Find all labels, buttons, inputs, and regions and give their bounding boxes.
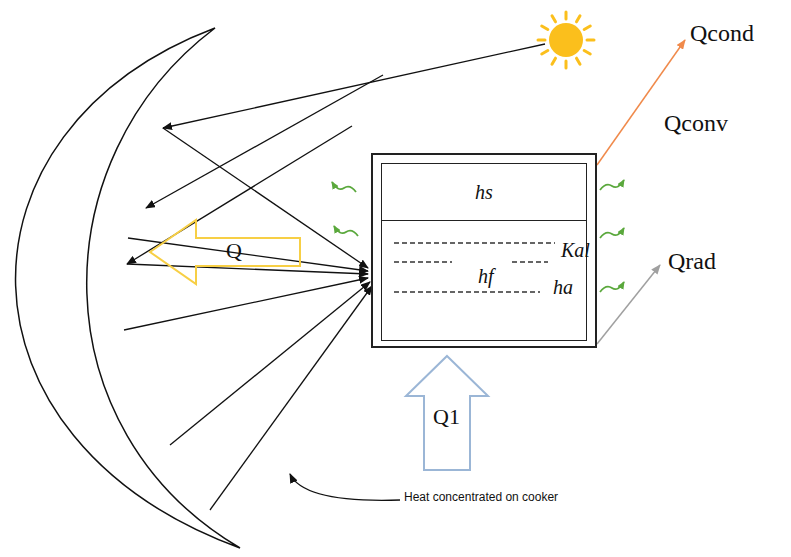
- cooker-box: Kal hs hf: [371, 153, 597, 348]
- heat-input-arrow: [406, 356, 488, 470]
- sun-ray: [565, 12, 568, 19]
- region-label: hs: [475, 181, 493, 204]
- radiation-symbol: Qrad: [668, 248, 716, 275]
- sun-ray: [584, 26, 590, 30]
- air-coefficient: ha: [553, 276, 573, 299]
- heat-symbol: Q: [226, 238, 242, 264]
- fluid-lines: [394, 243, 555, 292]
- sun-ray: [577, 16, 581, 22]
- sun-ray: [542, 51, 548, 55]
- conduction-arrow: [597, 40, 685, 165]
- sun-ray: [538, 39, 545, 42]
- convection-symbol: Qconv: [664, 110, 728, 137]
- heat-flow-arrow: [150, 220, 300, 284]
- sun-ray: [565, 61, 568, 68]
- sun-ray: [552, 58, 556, 64]
- region-label: hf: [478, 265, 494, 288]
- leader-line: [290, 474, 400, 500]
- parabolic-dish: [16, 28, 240, 548]
- sun-ray: [577, 58, 581, 64]
- conduction-symbol: Qcond: [690, 20, 754, 47]
- sun-ray: [542, 26, 548, 30]
- steam-region: hs: [381, 163, 587, 221]
- sun-ray: [587, 39, 594, 42]
- heat-input-symbol: Q1: [433, 404, 460, 430]
- note-text: Heat concentrated on cooker: [404, 490, 558, 504]
- sun-ray: [584, 51, 590, 55]
- sun-rays: [124, 44, 545, 510]
- radiation-arrow: [597, 265, 660, 344]
- sun: [538, 12, 594, 68]
- convection-arrows: [332, 180, 624, 292]
- sun-ray: [552, 16, 556, 22]
- region-label: Kal: [561, 239, 590, 262]
